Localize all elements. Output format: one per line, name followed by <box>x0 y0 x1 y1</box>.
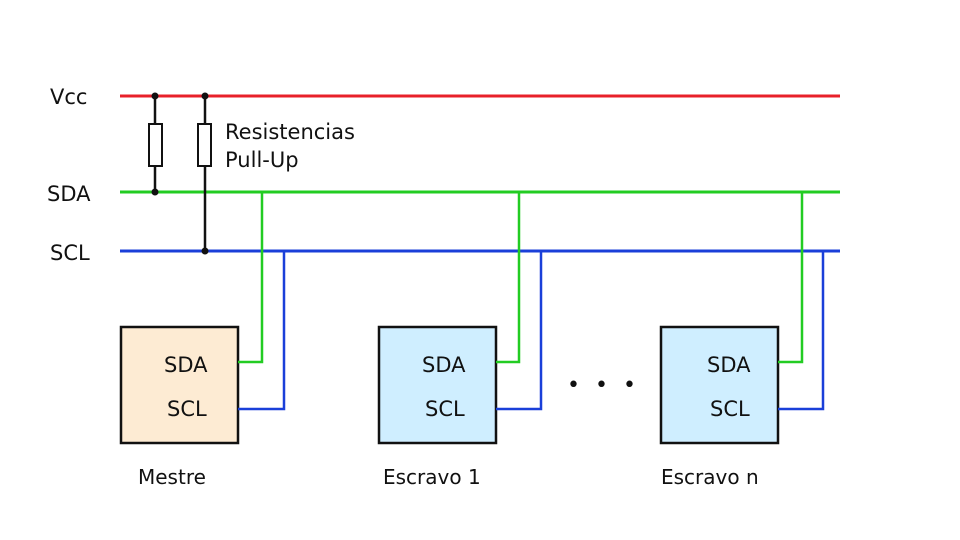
vcc-rail-label: Vcc <box>50 85 87 109</box>
slave1-scl-pin: SCL <box>425 397 465 421</box>
resistor-label-line1: Resistencias <box>225 120 355 144</box>
master-sda-wire <box>238 192 264 364</box>
slave1-name: Escravo 1 <box>383 465 481 489</box>
pull-up-resistor-scl <box>197 92 212 255</box>
slave1-scl-wire <box>496 251 543 411</box>
slave1-sda-wire <box>496 192 521 364</box>
scl-rail-label: SCL <box>50 241 90 265</box>
slaven-scl-wire <box>778 251 825 411</box>
slaven-sda-wire <box>778 192 804 364</box>
slaven-name: Escravo n <box>661 465 759 489</box>
device-slave-1: SDA SCL Escravo 1 <box>377 325 498 489</box>
master-sda-pin: SDA <box>164 353 208 377</box>
device-slave-n: SDA SCL Escravo n <box>659 325 780 489</box>
master-name: Mestre <box>138 465 206 489</box>
slave1-sda-pin: SDA <box>422 353 466 377</box>
device-master: SDA SCL Mestre <box>119 325 240 489</box>
slaven-sda-pin: SDA <box>707 353 751 377</box>
ellipsis: • • • <box>567 373 640 398</box>
pull-up-resistor-sda <box>148 92 163 196</box>
slaven-scl-pin: SCL <box>710 397 750 421</box>
sda-rail-label: SDA <box>47 182 91 206</box>
master-scl-wire <box>238 251 286 411</box>
resistor-label-line2: Pull-Up <box>225 148 299 172</box>
master-scl-pin: SCL <box>167 397 207 421</box>
